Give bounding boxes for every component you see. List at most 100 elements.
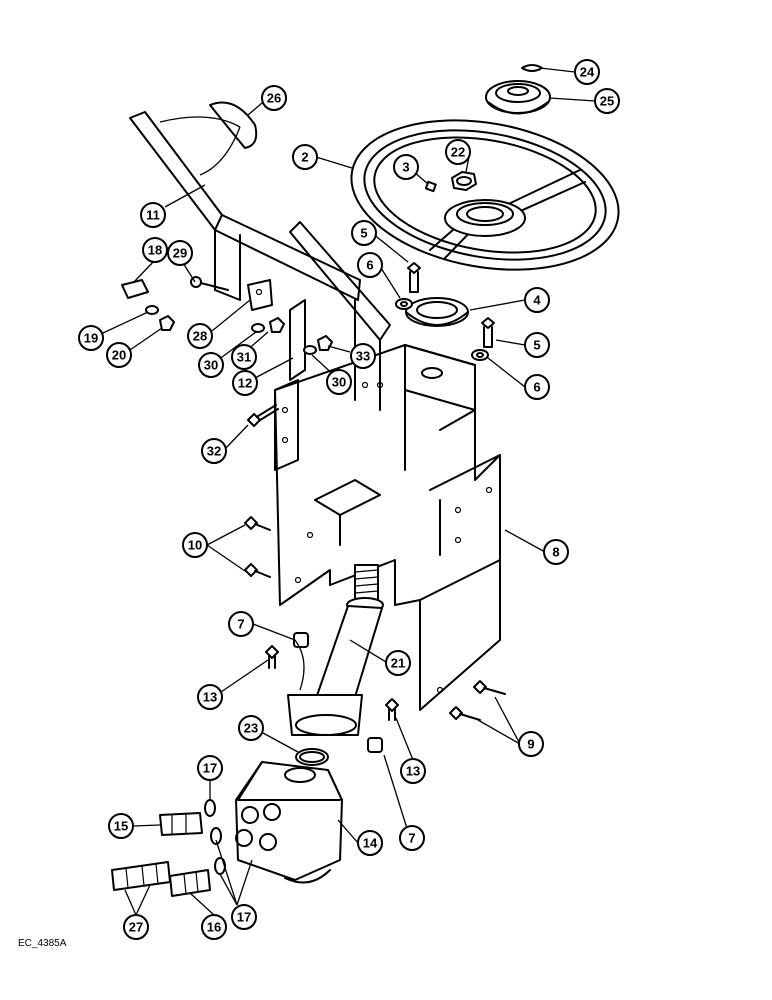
callout-7-lower: 7 (399, 825, 425, 851)
fitting-27 (111, 861, 171, 891)
callout-8: 8 (543, 539, 569, 565)
steering-wheel (350, 119, 620, 271)
callout-25: 25 (594, 88, 620, 114)
callout-16: 16 (201, 914, 227, 940)
callout-17-upper: 17 (197, 755, 223, 781)
bolt-9-lower (449, 706, 481, 721)
screw-29 (190, 276, 229, 291)
callout-3-label: 3 (402, 160, 409, 175)
callout-22-label: 22 (451, 145, 465, 160)
leader-lines (102, 67, 596, 916)
lever-knob (209, 101, 258, 149)
callout-33-label: 33 (356, 349, 370, 364)
callout-13-left: 13 (197, 684, 223, 710)
bolt-13-right (385, 698, 399, 721)
callout-13-left-label: 13 (203, 690, 217, 705)
screw-10-lower (244, 563, 271, 578)
callout-17-upper-label: 17 (203, 761, 217, 776)
callout-31-label: 31 (237, 350, 251, 365)
callout-20-label: 20 (112, 348, 126, 363)
screw-10-upper (244, 516, 271, 531)
washer-19 (145, 305, 159, 315)
callout-28: 28 (187, 323, 213, 349)
callout-5-upper-label: 5 (360, 226, 367, 241)
callout-7-upper: 7 (228, 611, 254, 637)
cap-clip (521, 64, 543, 72)
callout-17-lower-label: 17 (237, 910, 251, 925)
callout-14: 14 (357, 830, 383, 856)
callout-27-label: 27 (129, 920, 143, 935)
bolt-upper-left (407, 262, 421, 293)
callout-29-label: 29 (173, 246, 187, 261)
hub-nut (451, 171, 477, 191)
callout-21-label: 21 (391, 656, 405, 671)
callout-2-label: 2 (301, 150, 308, 165)
callout-8-label: 8 (552, 545, 559, 560)
steering-motor (235, 761, 343, 884)
o-ring-17-c (214, 857, 226, 875)
bolt-upper-right (481, 317, 495, 348)
callout-24: 24 (574, 59, 600, 85)
callout-28-label: 28 (193, 329, 207, 344)
callout-24-label: 24 (580, 65, 595, 80)
callout-32: 32 (201, 438, 227, 464)
callout-26-label: 26 (267, 91, 281, 106)
screw-32 (247, 404, 279, 427)
callout-15-label: 15 (114, 819, 128, 834)
nut-31 (269, 317, 285, 333)
nut-33 (317, 335, 333, 351)
callout-20: 20 (106, 342, 132, 368)
callout-4-label: 4 (533, 293, 541, 308)
callout-18-label: 18 (148, 243, 162, 258)
switch-bracket (247, 279, 273, 311)
callout-30-left-label: 30 (204, 358, 218, 373)
lock-washer (424, 180, 437, 193)
callout-15: 15 (108, 813, 134, 839)
callout-23-label: 23 (244, 721, 258, 736)
callout-19: 19 (78, 325, 104, 351)
callout-13-right-label: 13 (406, 764, 420, 779)
callout-12: 12 (232, 370, 258, 396)
callout-30-right-label: 30 (332, 375, 346, 390)
washer-upper-left (395, 298, 413, 310)
spacer-7-upper (293, 632, 309, 648)
callout-17-lower: 17 (231, 904, 257, 930)
callout-6-upper-label: 6 (366, 258, 373, 273)
callout-6-right: 6 (524, 374, 550, 400)
o-ring-23 (295, 748, 329, 766)
callout-13-right: 13 (400, 758, 426, 784)
figure-reference-code: EC_4385A (18, 938, 67, 949)
callout-4: 4 (524, 287, 550, 313)
spacer-7-lower (367, 737, 383, 753)
fitting-15 (159, 812, 203, 836)
bolt-9-upper (473, 680, 506, 695)
callout-19-label: 19 (84, 331, 98, 346)
washer-30-right (303, 345, 317, 355)
callout-18: 18 (142, 237, 168, 263)
callout-32-label: 32 (207, 444, 221, 459)
callout-31: 31 (231, 344, 257, 370)
callout-22: 22 (445, 139, 471, 165)
callout-26: 26 (261, 85, 287, 111)
callout-33: 33 (350, 343, 376, 369)
callout-30-left: 30 (198, 352, 224, 378)
callout-29: 29 (167, 240, 193, 266)
callout-7-upper-label: 7 (237, 617, 244, 632)
o-ring-17-a (204, 799, 216, 817)
washer-30-left (251, 323, 265, 333)
bolt-13-left (265, 645, 279, 669)
callout-2: 2 (292, 144, 318, 170)
horn-cap (485, 80, 551, 115)
callout-14-label: 14 (363, 836, 378, 851)
callout-23: 23 (238, 715, 264, 741)
callout-5-right-label: 5 (533, 338, 540, 353)
callout-16-label: 16 (207, 920, 221, 935)
steering-column (287, 564, 384, 736)
callout-27: 27 (123, 914, 149, 940)
nut-20 (159, 315, 175, 331)
switch-18 (121, 279, 149, 299)
callout-9: 9 (518, 731, 544, 757)
support-frame (274, 344, 501, 711)
o-ring-17-b (210, 827, 222, 845)
